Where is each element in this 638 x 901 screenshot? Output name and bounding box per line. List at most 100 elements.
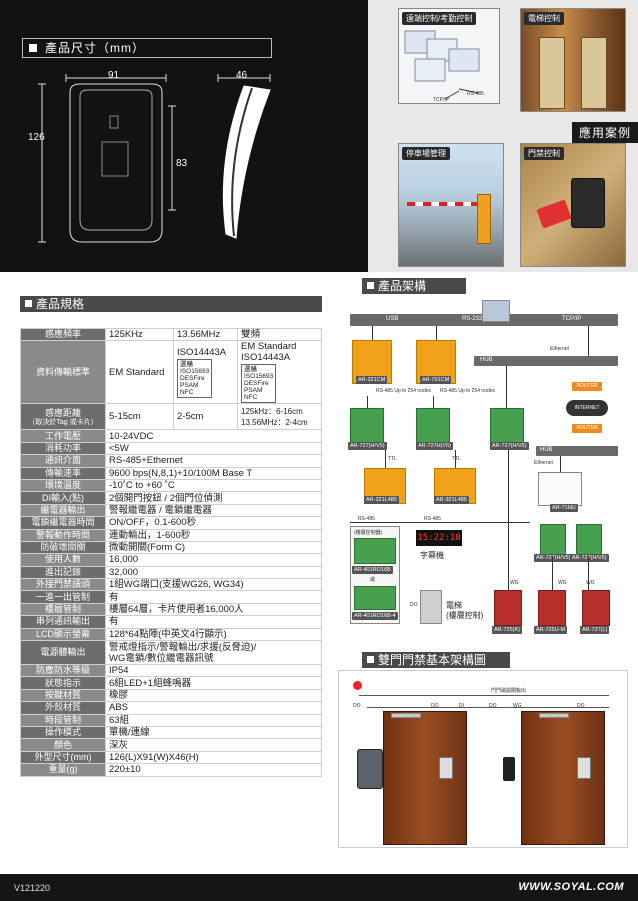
controller-device-icon xyxy=(357,749,383,789)
spec-value: 警報繼電器 / 電鎖繼電器 xyxy=(105,503,322,518)
router-1: ROUTER xyxy=(572,382,602,391)
rs485-overlay: RS-485 xyxy=(467,91,484,97)
do-label: DO xyxy=(489,703,497,709)
module-1-label: AR-321L485 xyxy=(364,496,399,504)
tcpip-label: TCP/IP xyxy=(562,316,582,322)
ttl-label-2: TTL xyxy=(452,456,461,462)
spec-value: 32,000 xyxy=(105,565,322,580)
reader-2 xyxy=(576,524,602,556)
spec-key: 防塵防水等級 xyxy=(20,664,106,678)
spec-key: 資料傳輸標準 xyxy=(20,340,106,405)
spec-value: 13.56MHz xyxy=(173,327,238,342)
wg-label: WG xyxy=(513,703,522,709)
spec-value: 63組 xyxy=(105,713,322,728)
depth-label: 46 xyxy=(236,70,248,81)
width-label: 91 xyxy=(108,70,120,81)
spec-key: 使用人數 xyxy=(20,553,106,567)
wg-label: WG xyxy=(510,580,519,586)
door-header: 雙門門禁基本架構圖 xyxy=(362,652,510,668)
dimension-drawing xyxy=(38,74,271,243)
ext-reader-3-label: AR-737(L) xyxy=(580,626,610,634)
floor-unit-2 xyxy=(354,586,396,610)
spec-value-dual: EM Standard ISO14443A 選購 ISO15693 DESFir… xyxy=(237,340,322,405)
controller-3 xyxy=(490,408,524,448)
converter-2-note: RS-485 Up to 254 nodes xyxy=(440,388,496,394)
spec-key: 消耗功率 xyxy=(20,441,106,456)
table-row: 防破壞開關微動開關(Form C) xyxy=(20,540,322,555)
spec-key: 繼電器輸出 xyxy=(20,503,106,518)
table-row: 資料傳輸標準 EM Standard ISO14443A 選購 ISO15693… xyxy=(20,340,322,405)
spec-key: 操作模式 xyxy=(20,725,106,740)
spec-value: IP54 xyxy=(105,664,322,678)
website-link[interactable]: WWW.SOYAL.COM xyxy=(518,881,624,893)
spec-key: 狀態指示 xyxy=(20,676,106,690)
hub-bar: HUB xyxy=(474,356,618,366)
spec-value: ABS xyxy=(105,701,322,715)
spec-value: ON/OFF，0.1-600秒 xyxy=(105,516,322,530)
door-output-label: 門門磁開關輸出 xyxy=(491,688,527,694)
spec-key: 外接門禁讀頭 xyxy=(20,578,106,592)
screens-illustration xyxy=(404,30,480,100)
floor-board-label: (樓層控制器) xyxy=(354,530,383,536)
ethernet-label-2: Ethernet xyxy=(534,460,553,466)
table-row: 重量(g)220±10 xyxy=(20,763,322,777)
optional-box: 選購 ISO15693 DESFire PSAM NFC xyxy=(241,364,277,404)
wg-label: WG xyxy=(558,580,567,586)
table-row: 按鍵材質橡膠 xyxy=(20,688,322,703)
elevator-control-photo: 電梯控制 xyxy=(520,8,626,112)
keypad-label: AR-716Ei xyxy=(550,504,578,512)
controller-2-label: AR-727H(V5) xyxy=(416,442,454,450)
spec-value: 微動開關(Form C) xyxy=(105,540,322,555)
app-tag: 電梯控制 xyxy=(524,12,564,25)
spec-value: 6組LED+1組蜂鳴器 xyxy=(105,676,322,690)
spec-key: DI輸入(點) xyxy=(20,491,106,505)
reader-1-label: AR-727(H/V5) xyxy=(534,554,573,562)
specs-header: 產品規格 xyxy=(20,296,322,312)
inner-height-label: 83 xyxy=(176,158,188,169)
clock-display: 15:22:18 xyxy=(416,530,462,546)
spec-key: 環境溫度 xyxy=(20,478,106,493)
ext-reader-3 xyxy=(582,590,610,626)
elevator-sublabel: (樓層控制) xyxy=(446,611,484,620)
ethernet-label: Ethernet xyxy=(550,346,569,352)
spec-key: 樓層管制 xyxy=(20,602,106,617)
spec-key: 通訊介面 xyxy=(20,454,106,468)
clock-label: 字幕機 xyxy=(420,551,444,560)
spec-key: 一進一出管制 xyxy=(20,590,106,604)
table-row: 一進一出管制有 xyxy=(20,590,322,604)
spec-value: 連動輸出，1-600秒 xyxy=(105,528,322,542)
spec-key: 時段管制 xyxy=(20,713,106,728)
spec-value: 樓層64層，卡片使用者16,000人 xyxy=(105,602,322,617)
floor-unit-1 xyxy=(354,538,396,564)
rs232-label: RS-232 xyxy=(462,316,483,322)
alarm-icon xyxy=(353,681,362,690)
spec-value: 220±10 xyxy=(105,763,322,777)
spec-key: 進出記錄 xyxy=(20,565,106,580)
spec-value: -10˚C to +60 ˚C xyxy=(105,478,322,493)
table-row: DI輸入(點)2個開門按鈕 / 2個門位偵測 xyxy=(20,491,322,505)
spec-key: 感應距離 （取決於Tag 或卡片） xyxy=(20,403,106,431)
internet-cloud: INTERNET xyxy=(566,400,608,416)
spec-key: 按鍵材質 xyxy=(20,688,106,703)
door-left xyxy=(383,711,467,845)
remote-control-photo: 遠端控制/考勤控制 RS-485 TCP/IP xyxy=(398,8,500,104)
door-right xyxy=(521,711,605,845)
spec-key: 外殼材質 xyxy=(20,701,106,715)
or-label: 或 xyxy=(370,577,376,583)
spec-key: 傳輸速率 xyxy=(20,466,106,480)
module-2-label: AR-321L485 xyxy=(434,496,469,504)
spec-key: LCD顯示螢幕 xyxy=(20,627,106,642)
spec-table: 感應頻率 125KHz 13.56MHz 雙頻 資料傳輸標準 EM Standa… xyxy=(20,327,322,777)
table-row: 顏色深灰 xyxy=(20,738,322,752)
wg-label: WG xyxy=(586,580,595,586)
spec-key: 感應頻率 xyxy=(20,327,106,342)
controller-2 xyxy=(416,408,450,448)
